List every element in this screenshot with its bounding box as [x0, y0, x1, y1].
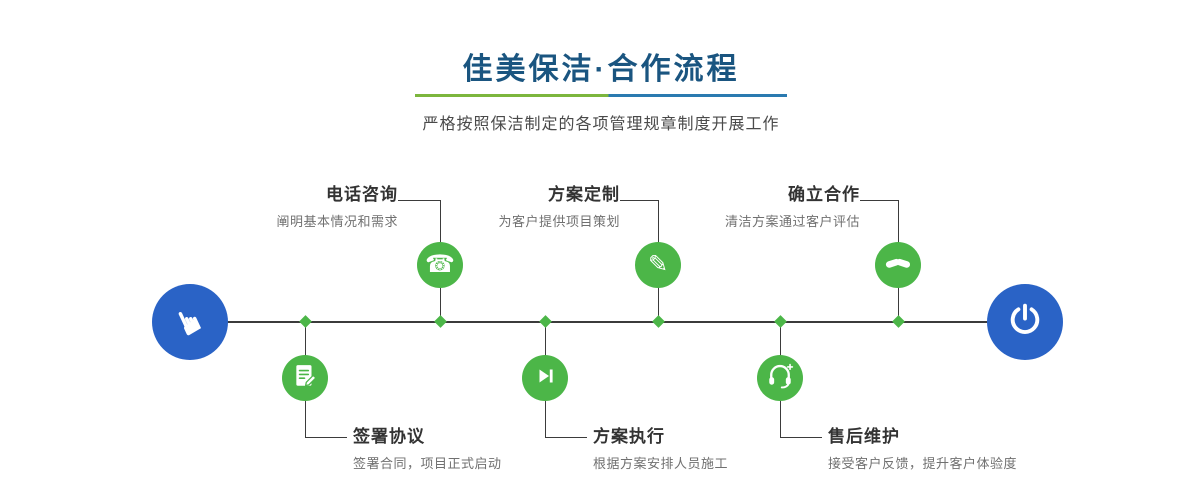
step-node-design: ✎ — [635, 242, 681, 288]
step-title: 方案定制 — [548, 185, 620, 204]
connector-line — [398, 200, 440, 201]
step-node-handshake — [875, 242, 921, 288]
connector-line — [545, 437, 587, 438]
timeline-end-node — [987, 284, 1063, 360]
step-label: 电话咨询 阐明基本情况和需求 — [98, 184, 398, 230]
handshake-icon — [884, 249, 912, 282]
page-title: 佳美保洁·合作流程 — [462, 53, 740, 86]
pointing-hand-icon: ☛ — [165, 299, 214, 343]
power-icon — [1007, 302, 1043, 343]
page-subtitle: 严格按照保洁制定的各项管理规章制度开展工作 — [422, 116, 780, 133]
phone-icon: ☎ — [425, 251, 455, 278]
step-label: 确立合作 清洁方案通过客户评估 — [560, 184, 860, 230]
step-node-phone: ☎ — [417, 242, 463, 288]
contract-sign-icon — [293, 363, 317, 394]
timeline-diamond — [539, 315, 552, 328]
timeline-diamond — [299, 315, 312, 328]
step-desc: 根据方案安排人员施工 — [593, 456, 729, 471]
headset-support-icon — [766, 362, 794, 395]
timeline-diamond — [652, 315, 665, 328]
step-label: 签署协议 签署合同，项目正式启动 — [353, 426, 683, 472]
connector-line — [860, 200, 898, 201]
step-title: 确立合作 — [788, 185, 860, 204]
step-title: 电话咨询 — [326, 185, 398, 204]
pen-design-icon: ✎ — [647, 251, 669, 278]
step-desc: 接受客户反馈，提升客户体验度 — [828, 456, 1018, 471]
step-desc: 阐明基本情况和需求 — [276, 214, 398, 229]
step-label: 方案执行 根据方案安排人员施工 — [593, 426, 923, 472]
step-node-execute — [522, 355, 568, 401]
step-title: 售后维护 — [828, 427, 900, 446]
step-label: 售后维护 接受客户反馈，提升客户体验度 — [828, 426, 1158, 472]
step-node-contract — [282, 355, 328, 401]
timeline-start-node: ☛ — [152, 284, 228, 360]
timeline-diamond — [434, 315, 447, 328]
title-divider — [415, 94, 787, 97]
main-timeline-line — [190, 321, 1025, 323]
step-node-support — [757, 355, 803, 401]
step-title: 方案执行 — [593, 427, 665, 446]
timeline-diamond — [892, 315, 905, 328]
step-desc: 签署合同，项目正式启动 — [353, 456, 502, 471]
connector-line — [305, 437, 347, 438]
play-execute-icon — [533, 364, 557, 393]
connector-line — [620, 200, 658, 201]
timeline-diamond — [774, 315, 787, 328]
step-label: 方案定制 为客户提供项目策划 — [320, 184, 620, 230]
step-desc: 清洁方案通过客户评估 — [724, 214, 860, 229]
connector-line — [780, 437, 822, 438]
step-desc: 为客户提供项目策划 — [498, 214, 620, 229]
step-title: 签署协议 — [353, 427, 425, 446]
